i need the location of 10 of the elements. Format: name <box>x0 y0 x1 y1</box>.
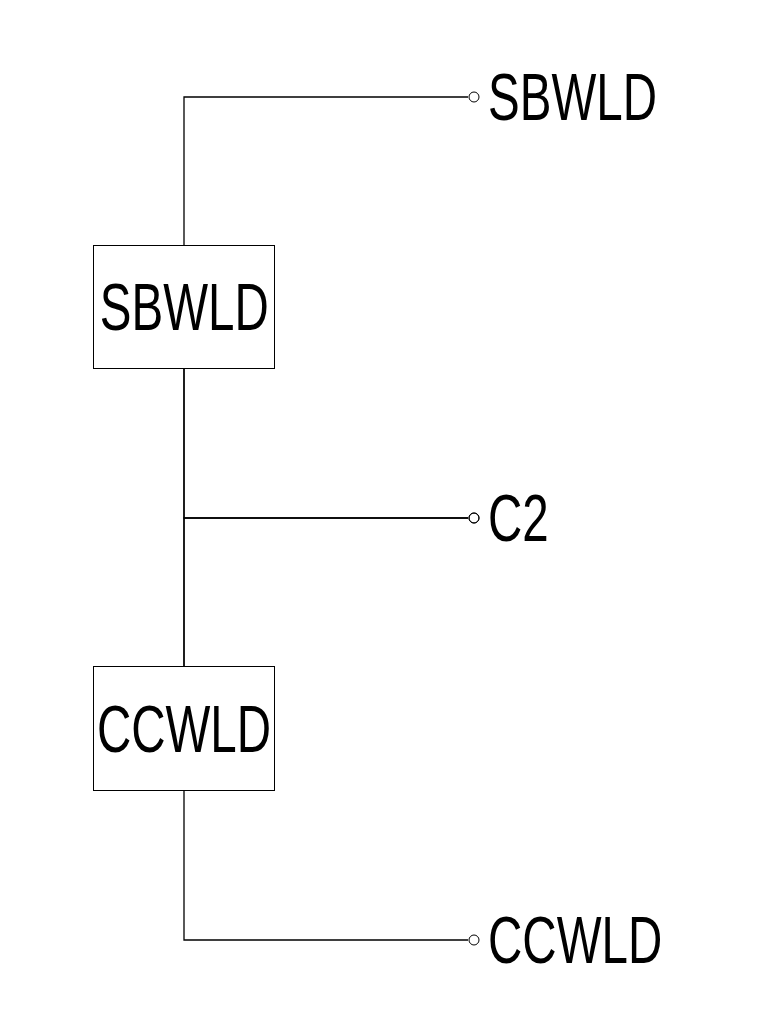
terminal-label: C2 <box>488 485 549 551</box>
block-label: SBWLD <box>99 274 269 340</box>
terminal-label: CCWLD <box>488 907 663 973</box>
block-box <box>93 666 275 791</box>
terminal-label: SBWLD <box>488 64 657 130</box>
wire-with-terminal <box>183 512 480 667</box>
wire-with-terminal <box>183 790 480 946</box>
block-label: CCWLD <box>96 695 272 762</box>
wire-with-terminal <box>183 91 480 246</box>
block-box <box>93 245 275 369</box>
